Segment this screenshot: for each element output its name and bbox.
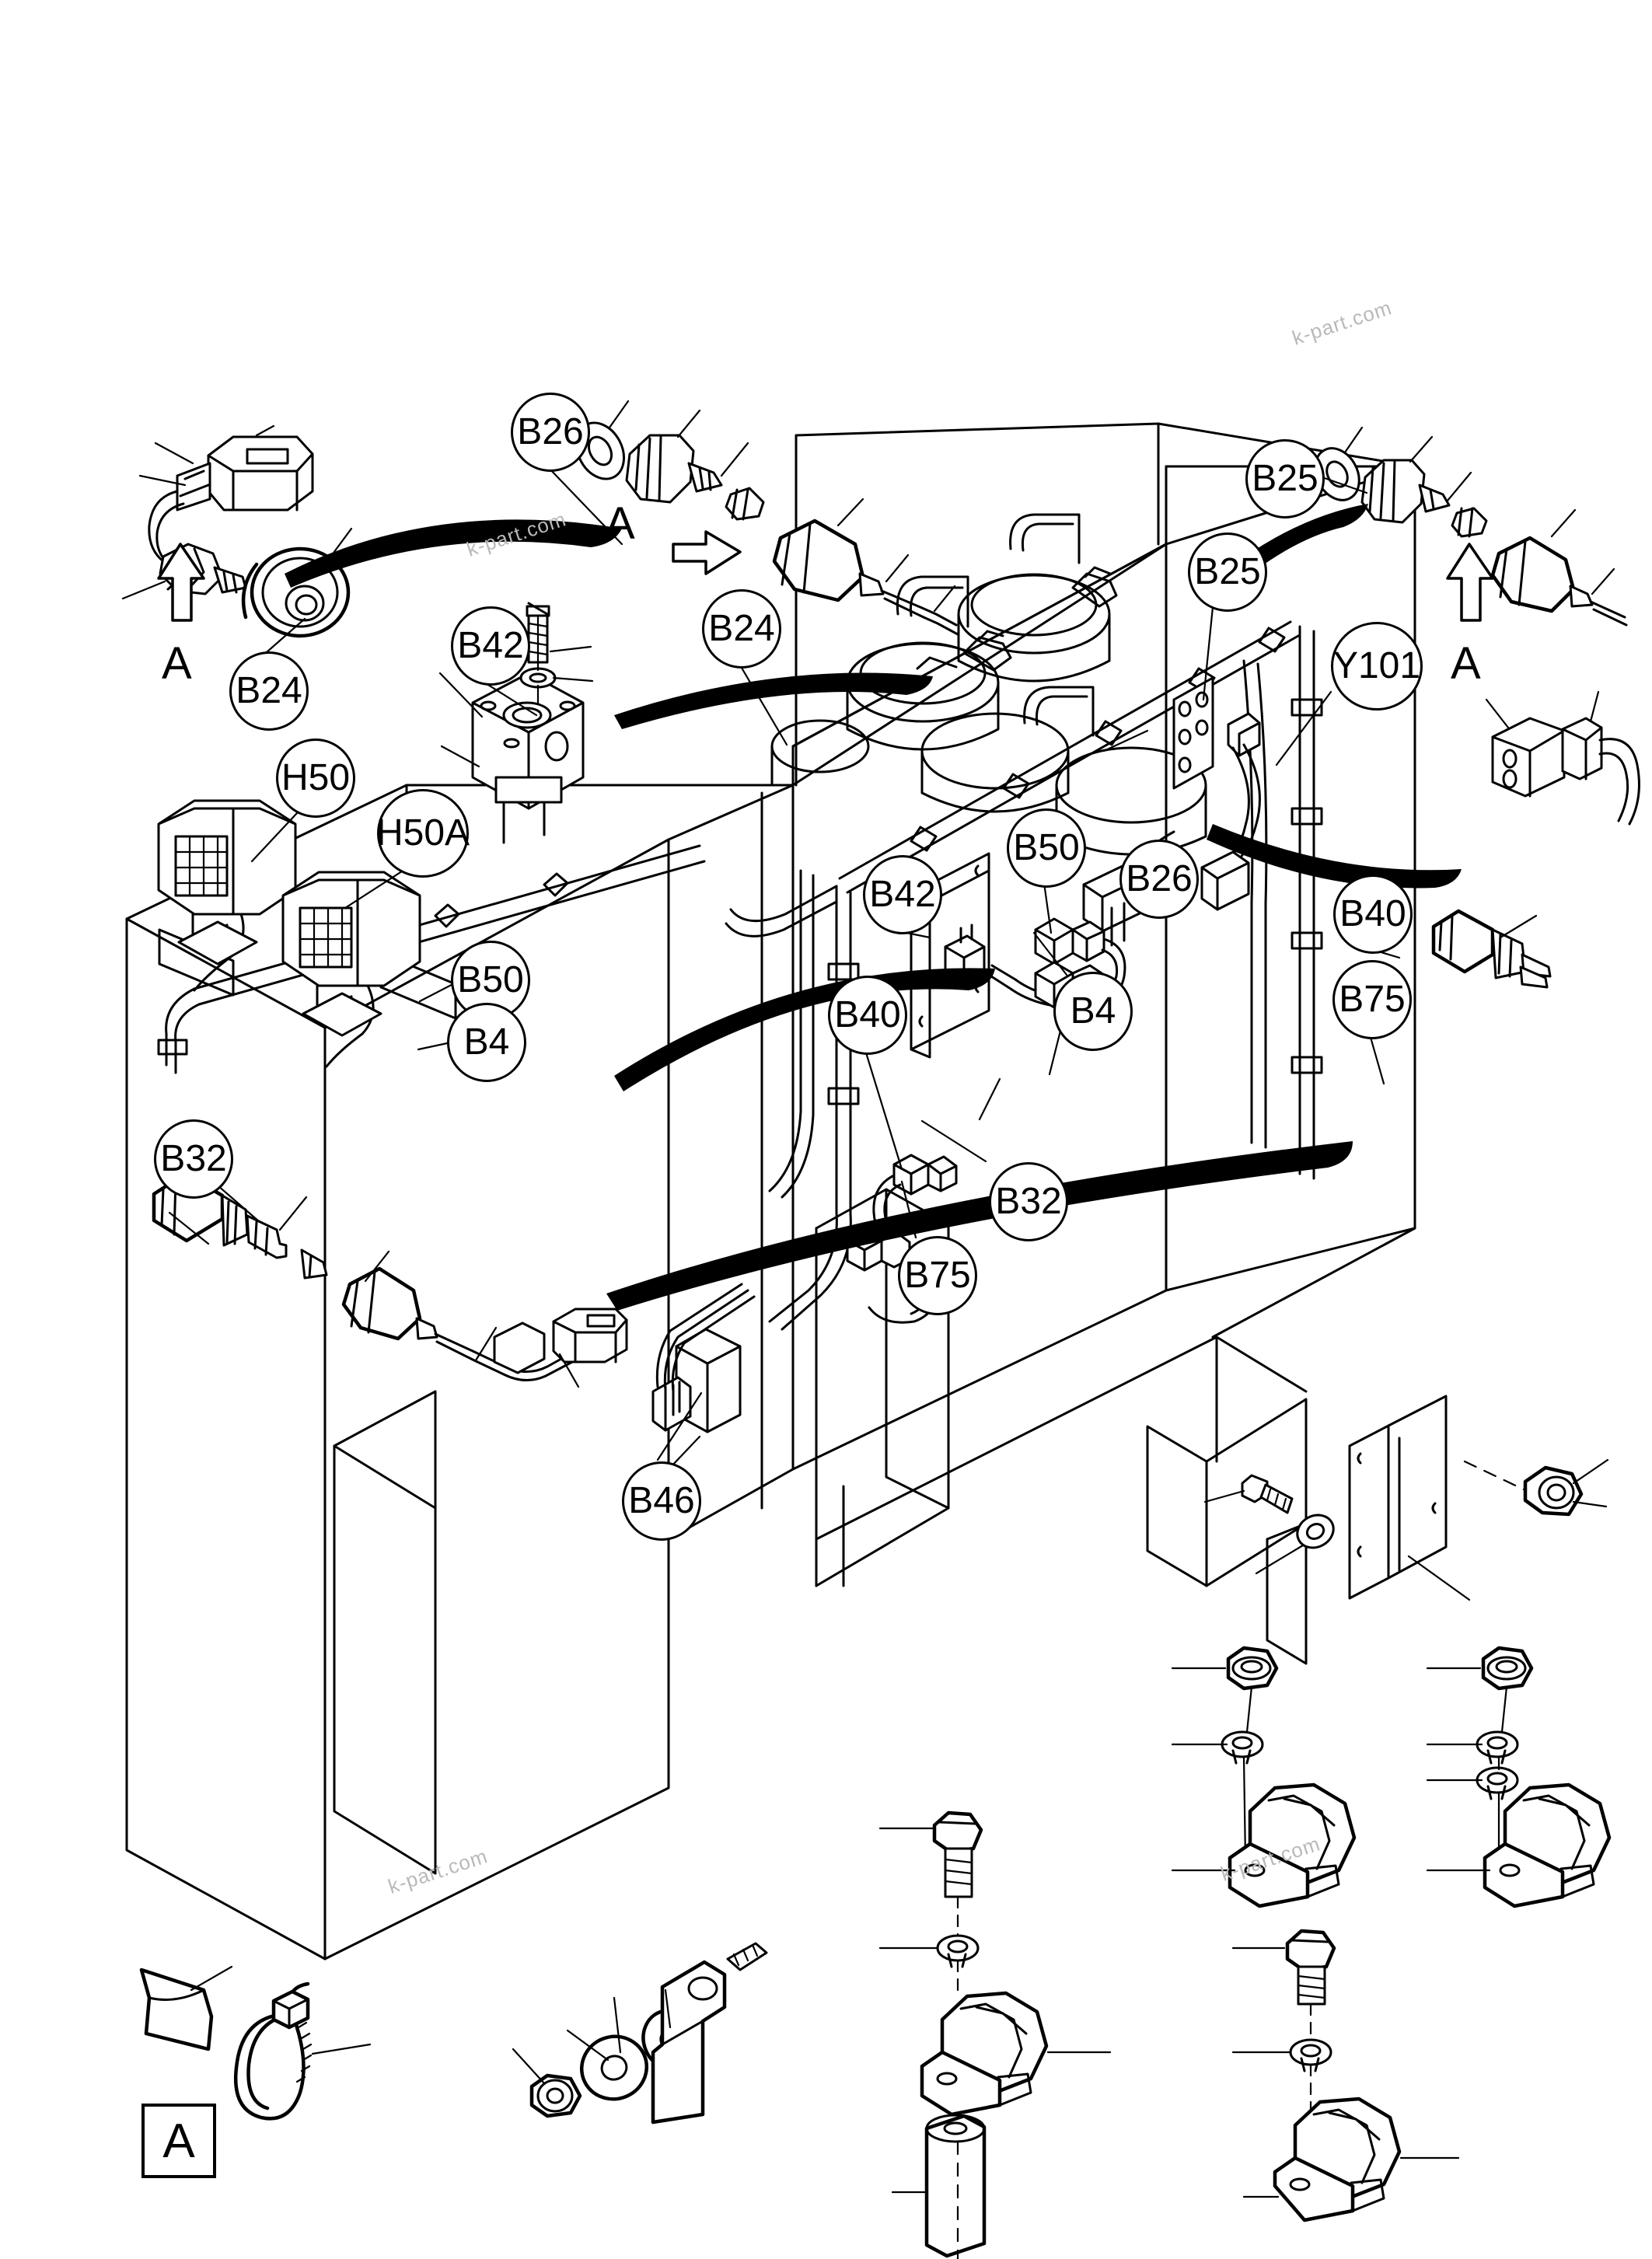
callout-b25-top[interactable]: B25	[1245, 439, 1325, 518]
callout-b40-center[interactable]: B40	[828, 976, 907, 1055]
callout-b4-center[interactable]: B4	[1053, 972, 1133, 1051]
callout-b32-center[interactable]: B32	[989, 1162, 1068, 1241]
callout-b75-right[interactable]: B75	[1332, 960, 1412, 1039]
callout-b42-left[interactable]: B42	[451, 606, 530, 686]
callout-b75-center[interactable]: B75	[898, 1236, 977, 1315]
work-lamp-h50a	[281, 871, 421, 1037]
callout-h50[interactable]: H50	[276, 738, 355, 818]
callout-b40-right[interactable]: B40	[1333, 875, 1413, 954]
callout-leader-lines	[210, 466, 1401, 1461]
b40-b75-sender	[1431, 909, 1552, 989]
callout-b32-left[interactable]: B32	[154, 1119, 233, 1199]
clamp-kit-3	[878, 1810, 1112, 2259]
y101-terminal-strip	[1082, 676, 1261, 947]
callout-b46[interactable]: B46	[622, 1461, 701, 1541]
callout-h50a[interactable]: H50A	[376, 789, 470, 878]
protective-sleeve-and-cable-tie	[139, 1965, 372, 2121]
deck-lamp-harness	[157, 844, 706, 1074]
y101-connector-plug	[1485, 690, 1640, 826]
callout-b24-center[interactable]: B24	[702, 589, 781, 669]
clamp-kit-1	[1171, 1646, 1357, 1908]
section-mark-a-right: A	[1451, 638, 1481, 689]
callout-b50-center[interactable]: B50	[1007, 808, 1086, 888]
battery-cells	[770, 513, 1207, 856]
b24-switch-assembly	[121, 424, 353, 638]
b25-sender-assembly	[1314, 426, 1628, 627]
section-mark-a-top: A	[605, 498, 635, 549]
work-lamp-h50	[157, 799, 297, 965]
section-key-box: A	[141, 2104, 216, 2178]
bracket-plate-assembly	[1203, 1395, 1609, 1601]
b26-sender-assembly	[575, 400, 959, 636]
bracket-hardware-kit	[512, 1942, 768, 2125]
callout-b24-left[interactable]: B24	[229, 651, 309, 731]
b42-valve-block	[438, 602, 594, 844]
clamp-kit-2	[1426, 1646, 1612, 1908]
callout-b42-center[interactable]: B42	[863, 855, 942, 934]
section-mark-a-left: A	[162, 638, 192, 689]
main-harness-conduit	[725, 620, 1323, 1331]
callout-b25-machine[interactable]: B25	[1188, 532, 1267, 612]
callout-b26-top[interactable]: B26	[511, 393, 590, 472]
callout-y101[interactable]: Y101	[1331, 622, 1423, 711]
callout-b26-center[interactable]: B26	[1119, 840, 1199, 919]
b32-sender-assembly	[152, 1171, 628, 1388]
pointer-swoosh-arcs	[285, 504, 1462, 1311]
clamp-kit-4	[1231, 1929, 1460, 2222]
callout-b4-left[interactable]: B4	[447, 1003, 526, 1082]
